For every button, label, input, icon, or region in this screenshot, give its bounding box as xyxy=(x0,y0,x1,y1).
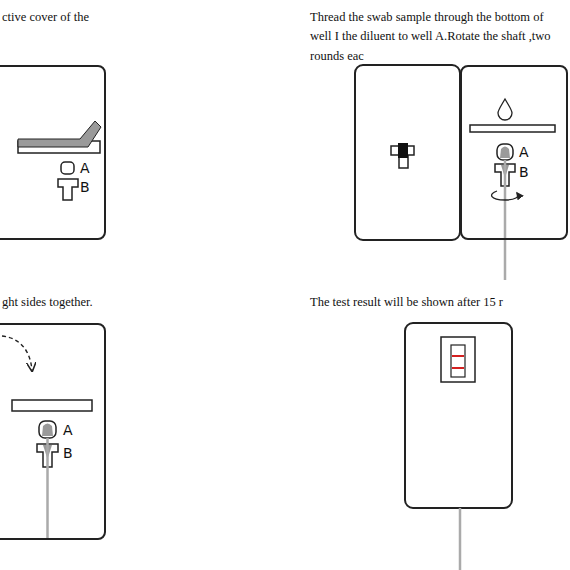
well-b xyxy=(58,179,78,200)
swab-step-detail xyxy=(355,65,460,240)
card-panel: AB xyxy=(460,65,568,240)
instruction-text: Thread the swab sample through the botto… xyxy=(310,8,567,66)
well-label: A xyxy=(63,423,73,437)
test-line xyxy=(452,367,464,369)
result-step xyxy=(405,323,512,570)
control-line xyxy=(452,355,464,357)
card-panel: AB xyxy=(0,323,106,540)
well-a xyxy=(497,144,513,160)
sample-strip xyxy=(12,400,92,411)
test-strip xyxy=(451,345,465,377)
well-a xyxy=(61,162,74,174)
card-panel: AB xyxy=(0,65,106,240)
peel-step xyxy=(18,121,101,200)
card-panel xyxy=(355,65,460,240)
drop xyxy=(498,99,512,120)
well-label: A xyxy=(80,161,90,175)
swab-shaft xyxy=(459,508,462,570)
fold-arrow xyxy=(2,336,32,370)
well-label: B xyxy=(63,446,73,460)
result-window xyxy=(441,337,475,382)
swab-shaft xyxy=(504,160,507,280)
well-label: B xyxy=(80,180,90,194)
instruction-text: ght sides together. xyxy=(2,293,142,312)
instruction-text: ctive cover of the xyxy=(2,8,142,27)
swab-shaft xyxy=(46,438,49,540)
protective-cover xyxy=(18,121,101,147)
diluent-step xyxy=(470,99,555,280)
well-label: B xyxy=(519,165,529,179)
swab-tip xyxy=(42,424,53,437)
swab-tip xyxy=(500,147,510,159)
well-label: A xyxy=(519,145,529,159)
card-panel xyxy=(405,323,512,508)
rotate-arrow xyxy=(492,191,518,200)
fold-step xyxy=(2,336,92,540)
sample-strip xyxy=(470,125,555,132)
instruction-text: The test result will be shown after 15 r xyxy=(310,293,567,312)
well-a xyxy=(39,421,56,438)
swab-head xyxy=(398,143,408,158)
